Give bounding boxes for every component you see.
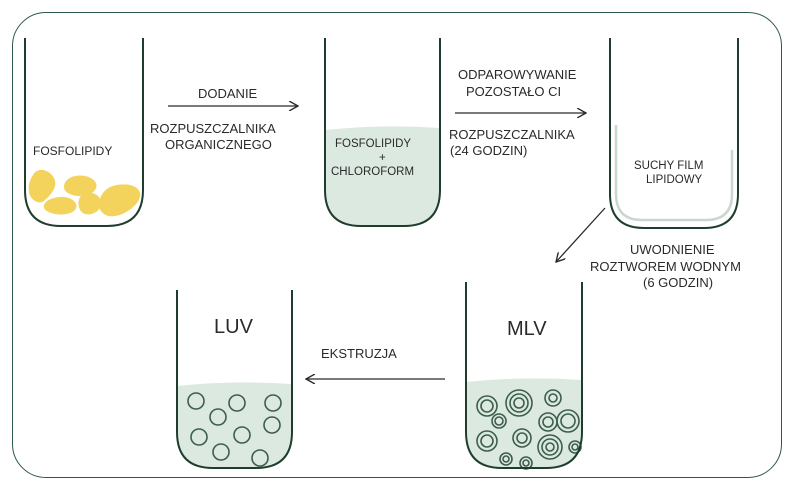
arrow-hydrate	[556, 208, 605, 262]
tube2-label-line3: CHLOROFORM	[331, 166, 414, 179]
lipid-blob	[99, 184, 140, 216]
arrow2-bottom-line1: ROZPUSZCZALNIKA	[449, 127, 575, 142]
arrow3-line2: ROZTWOREM WODNYM	[590, 259, 741, 274]
tube-mlv	[466, 282, 582, 469]
arrow2-top-line2: POZOSTAŁO CI	[466, 84, 561, 99]
arrow2-top-line1: ODPAROWYWANIE	[458, 67, 576, 82]
lipid-blob	[78, 193, 101, 215]
lipid-blob	[29, 170, 56, 203]
arrow1-top-label: DODANIE	[198, 86, 257, 101]
arrow2-bottom-line2: (24 GODZIN)	[450, 143, 527, 158]
tube-phospholipids	[25, 38, 143, 226]
arrow1-bottom-line2: ORGANICZNEGO	[165, 137, 272, 152]
tube4-label: MLV	[507, 318, 547, 340]
tube2-label-line1: FOSFOLIPIDY	[335, 138, 411, 151]
tube5-label: LUV	[214, 316, 253, 338]
arrow3-line3: (6 GODZIN)	[643, 275, 713, 290]
lipid-blob	[44, 197, 77, 215]
tube3-label-line2: LIPIDOWY	[646, 174, 702, 187]
tube-dry-film	[610, 38, 738, 228]
tube-phospholipids-chloroform	[325, 38, 440, 226]
tube2-label-line2: +	[379, 152, 386, 165]
arrow1-bottom-line1: ROZPUSZCZALNIKA	[150, 121, 276, 136]
arrow4-label: EKSTRUZJA	[321, 346, 397, 361]
tube-outline	[610, 38, 738, 228]
arrow3-line1: UWODNIENIE	[630, 242, 715, 257]
tube3-label-line1: SUCHY FILM	[634, 160, 703, 173]
tube1-label: FOSFOLIPIDY	[33, 144, 112, 159]
